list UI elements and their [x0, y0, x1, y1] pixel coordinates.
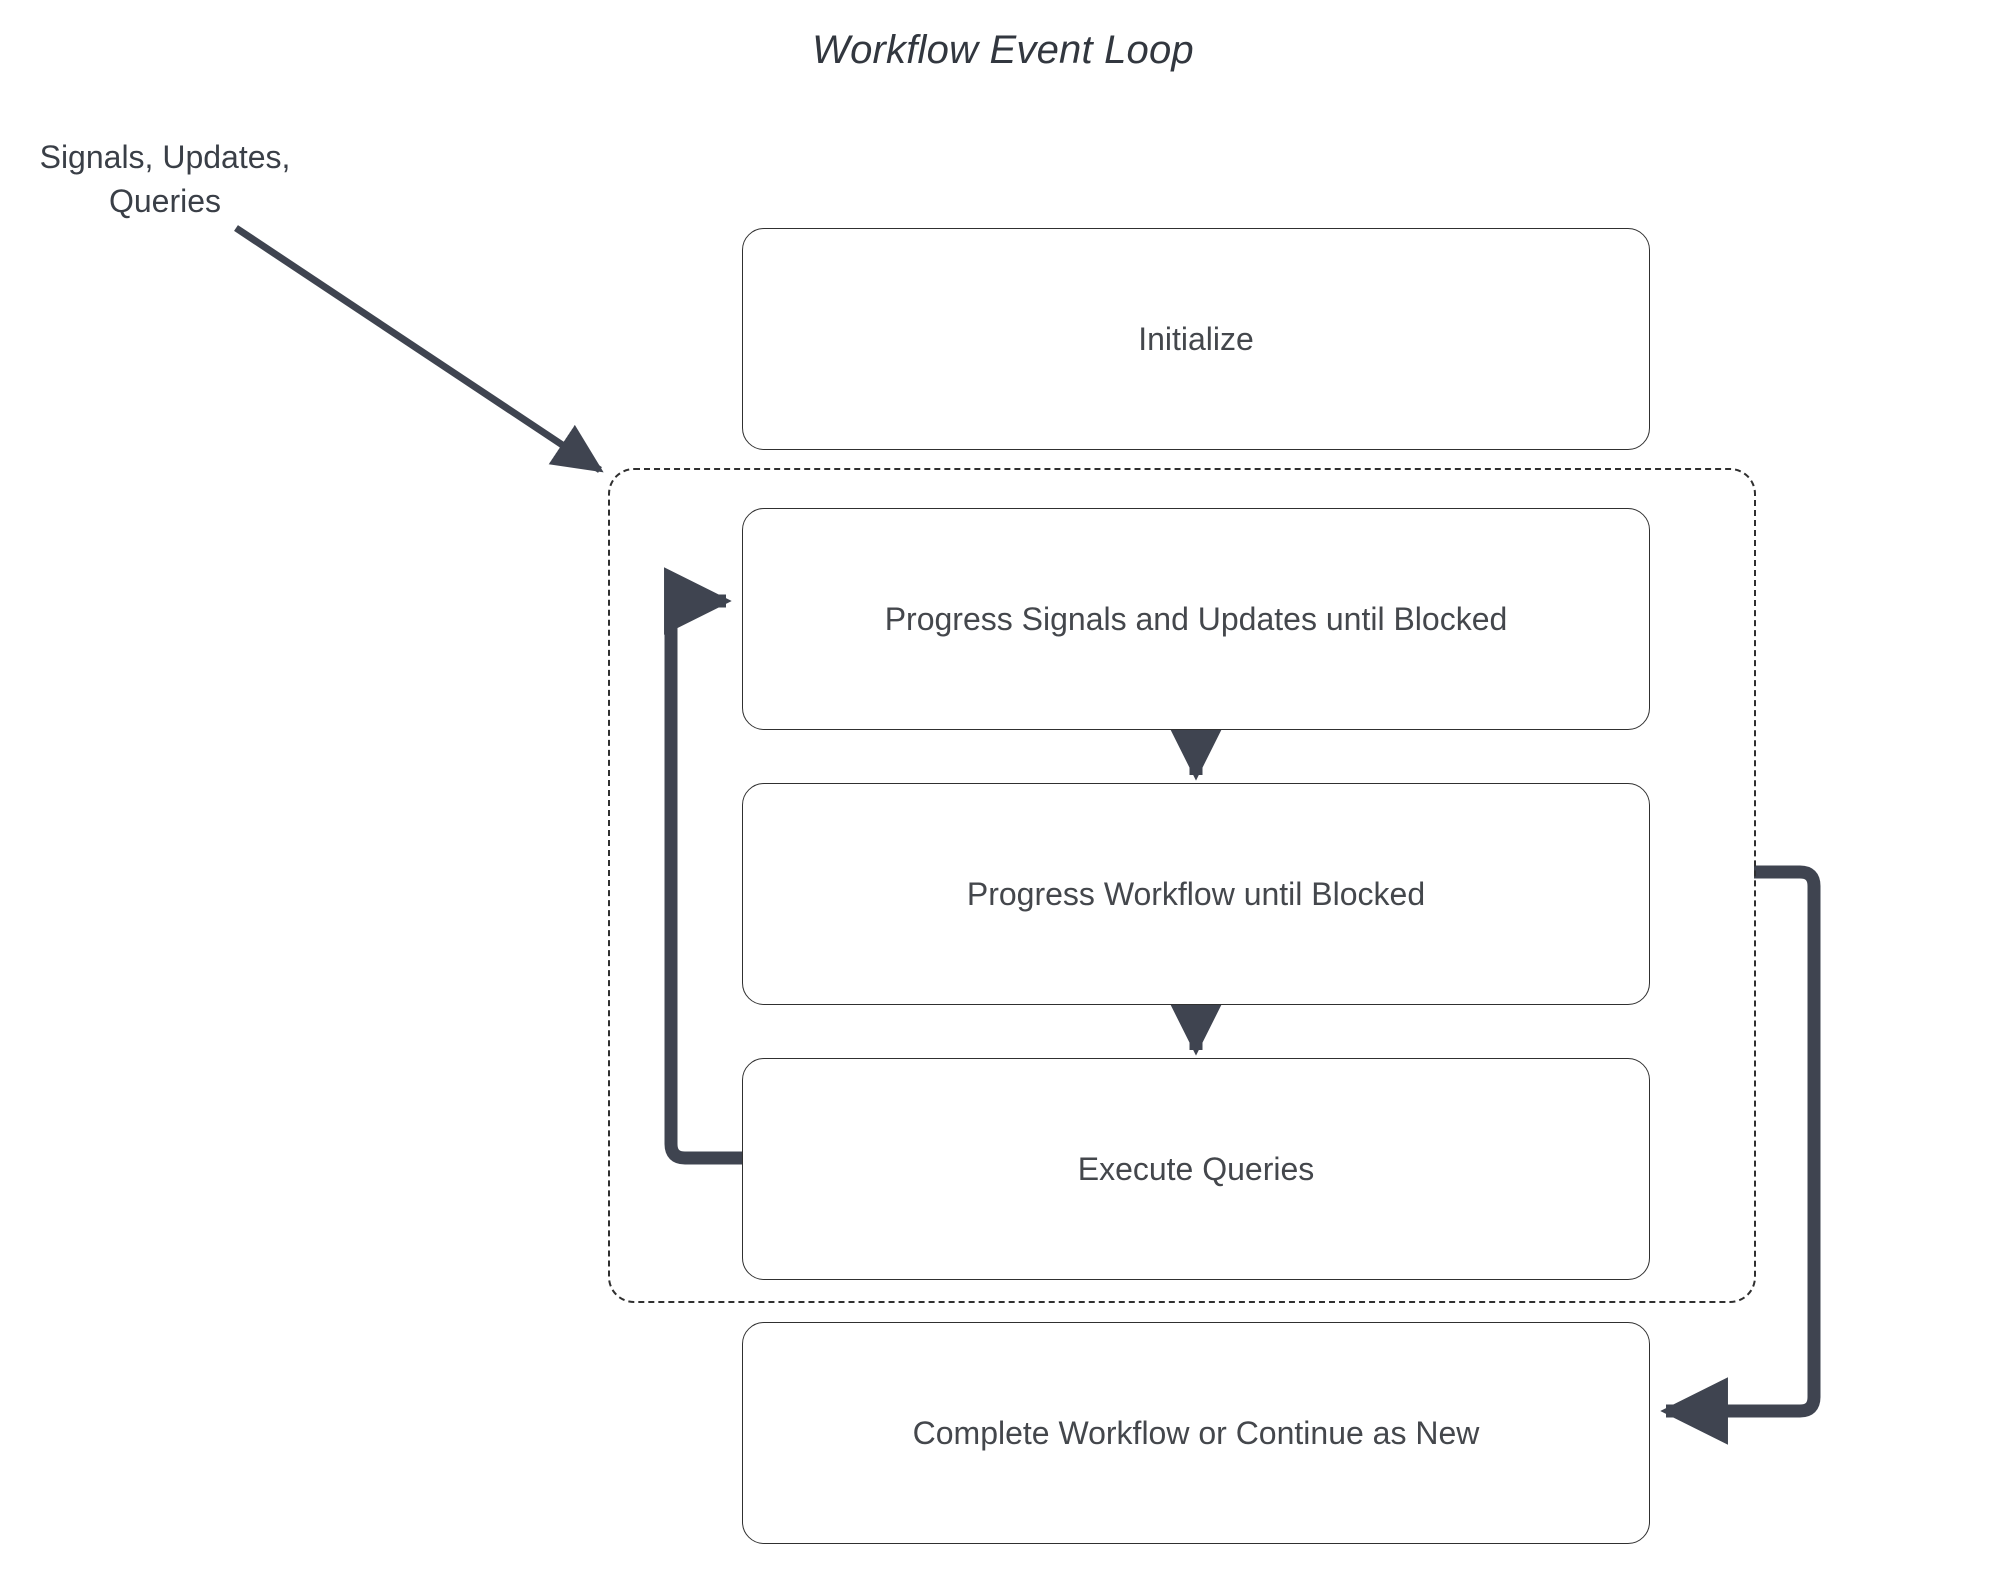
node-complete-workflow-label: Complete Workflow or Continue as New — [912, 1414, 1480, 1451]
node-progress-signals-updates[interactable]: Progress Signals and Updates until Block… — [742, 508, 1650, 730]
edge-loop-to-complete — [1660, 865, 1821, 1445]
node-progress-workflow[interactable]: Progress Workflow until Blocked — [742, 783, 1650, 1005]
event-loop-region — [608, 468, 1756, 1303]
external-input-label: Signals, Updates, Queries — [20, 135, 310, 223]
external-input-label-line1: Signals, Updates, — [39, 139, 291, 175]
external-input-label-line2: Queries — [108, 183, 222, 219]
node-initialize[interactable]: Initialize — [742, 228, 1650, 450]
node-initialize-label: Initialize — [1138, 320, 1254, 357]
node-execute-queries-label: Execute Queries — [1077, 1150, 1315, 1187]
node-progress-workflow-label: Progress Workflow until Blocked — [966, 875, 1426, 912]
edge-execute-q-to-progress-su — [664, 567, 742, 1165]
node-progress-signals-updates-label: Progress Signals and Updates until Block… — [884, 600, 1508, 637]
page-title: Workflow Event Loop — [812, 28, 1194, 72]
edge-external-input-to-loop — [234, 225, 604, 473]
node-execute-queries[interactable]: Execute Queries — [742, 1058, 1650, 1280]
node-complete-workflow[interactable]: Complete Workflow or Continue as New — [742, 1322, 1650, 1544]
